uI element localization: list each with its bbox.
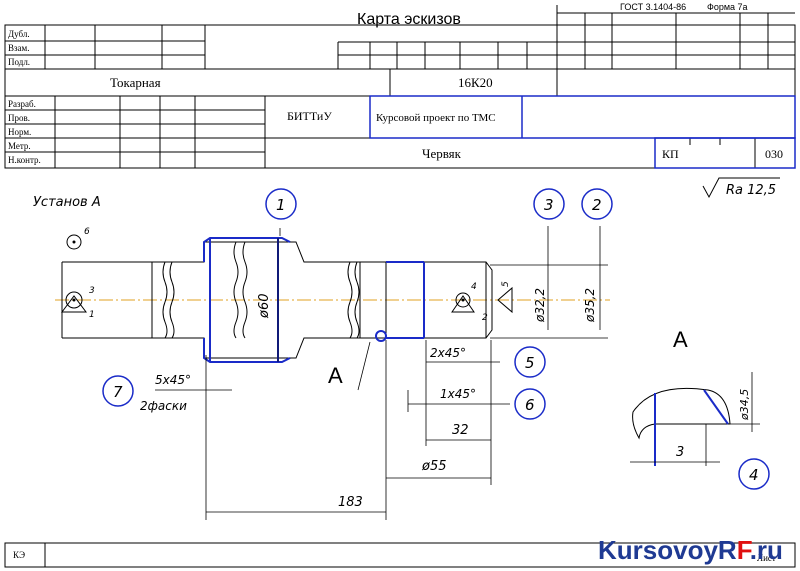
chamfer-note-2: 2фаски xyxy=(140,399,187,413)
operation-name: Токарная xyxy=(110,75,161,90)
callout-1: 1 xyxy=(276,196,286,214)
part-name: Червяк xyxy=(422,146,462,161)
detail-view-label: A xyxy=(673,327,688,352)
base-label-1: 1 xyxy=(89,310,95,320)
callout-6: 6 xyxy=(525,396,535,414)
project-name: Курсовой проект по ТМС xyxy=(376,112,496,124)
footer-frame xyxy=(4,542,796,568)
footer-ke: КЭ xyxy=(13,550,25,560)
highlight-boxes xyxy=(369,95,796,169)
setup-label: Установ А xyxy=(33,195,101,210)
detail-view-a: 3 ø34,5 xyxy=(630,372,760,466)
dim-dia352: ø35,2 xyxy=(583,288,597,323)
dim-dia322: ø32,2 xyxy=(533,288,547,323)
gost-label: ГОСТ 3.1404-86 xyxy=(620,2,686,12)
podl-label: Подл. xyxy=(8,57,30,67)
watermark-part-b: F xyxy=(737,535,752,565)
callout-5: 5 xyxy=(525,354,535,372)
dim-chamfer-2x45: 2x45° xyxy=(430,346,466,360)
callout-balloons xyxy=(102,188,770,490)
doc-code: КП xyxy=(662,147,679,161)
org-name: БИТТиУ xyxy=(287,109,332,123)
base-label-5: 5 xyxy=(501,281,511,287)
signature-norm: Норм. xyxy=(8,127,31,137)
base-label-6: 6 xyxy=(84,227,90,237)
roughness-value: Ra 12,5 xyxy=(726,183,776,198)
roughness-sign: Ra 12,5 xyxy=(702,177,780,199)
chamfer-note-1: 5x45° xyxy=(155,373,191,387)
watermark-part-c: .ru xyxy=(750,535,783,565)
watermark-part-a: KursovoyR xyxy=(598,535,737,565)
detail-diameter: ø34,5 xyxy=(738,389,751,421)
callout-2: 2 xyxy=(592,196,602,214)
operation-number: 030 xyxy=(765,147,783,161)
vzam-label: Взам. xyxy=(8,43,30,53)
callout-3: 3 xyxy=(544,196,554,214)
footer-sheet: Лист xyxy=(757,553,776,563)
base-label-2: 2 xyxy=(482,313,488,323)
dim-chamfer-1x45: 1x45° xyxy=(440,387,476,401)
page-title: Карта эскизов xyxy=(357,11,461,28)
svg-text:KursovoyRF.ru: KursovoyRF.ru xyxy=(598,535,783,565)
dim-32: 32 xyxy=(452,423,469,438)
callout-7: 7 xyxy=(113,383,123,401)
signature-prov: Пров. xyxy=(8,113,30,123)
dim-55: ø55 xyxy=(421,459,447,474)
callout-4: 4 xyxy=(749,466,759,484)
watermark-logo: KursovoyRF.ru xyxy=(598,535,783,565)
dubl-label: Дубл. xyxy=(8,29,30,39)
base-label-3: 3 xyxy=(89,286,95,296)
dim-dia60: ø60 xyxy=(257,294,272,320)
section-label: A xyxy=(328,363,343,388)
callout-numbers: 1 2 3 4 5 6 7 xyxy=(113,196,759,484)
base-symbols: 6 3 1 4 5 2 xyxy=(61,227,513,323)
signature-metr: Метр. xyxy=(8,141,31,151)
dimension-lines xyxy=(155,226,608,520)
form-label: Форма 7а xyxy=(707,2,748,12)
dim-183: 183 xyxy=(338,495,363,510)
base-label-4: 4 xyxy=(471,282,477,292)
signature-razrab: Разраб. xyxy=(8,99,36,109)
detail-width: 3 xyxy=(676,445,684,460)
signature-nkontr: Н.контр. xyxy=(8,155,41,165)
machine-model: 16К20 xyxy=(458,75,493,90)
